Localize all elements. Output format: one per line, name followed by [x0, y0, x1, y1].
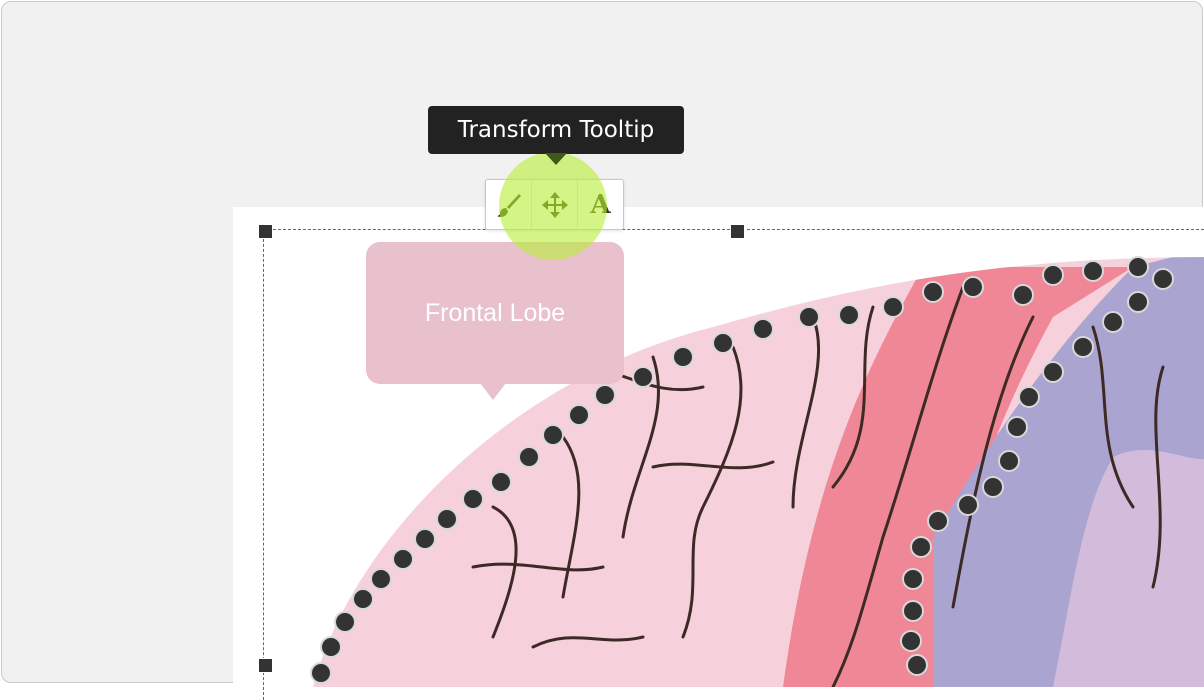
- transform-toolbar: A: [485, 179, 624, 230]
- resize-handle-top-left[interactable]: [258, 224, 273, 239]
- move-arrows-icon: [541, 191, 568, 218]
- text-tool-button[interactable]: A: [578, 180, 623, 229]
- move-tool-button[interactable]: [532, 180, 578, 229]
- resize-handle-bottom-left[interactable]: [258, 658, 273, 673]
- tooltip-text: Transform Tooltip: [457, 117, 655, 143]
- text-icon: A: [590, 189, 611, 220]
- resize-handle-top-center[interactable]: [730, 224, 745, 239]
- paintbrush-icon: [496, 193, 521, 217]
- tooltip-pointer: [545, 153, 567, 165]
- brain-illustration[interactable]: [233, 207, 1204, 687]
- transform-tooltip: Transform Tooltip: [428, 106, 684, 154]
- label-pointer: [480, 383, 506, 400]
- brush-tool-button[interactable]: [486, 180, 532, 229]
- frontal-lobe-label[interactable]: Frontal Lobe: [366, 242, 624, 384]
- frontal-lobe-label-text: Frontal Lobe: [424, 298, 566, 327]
